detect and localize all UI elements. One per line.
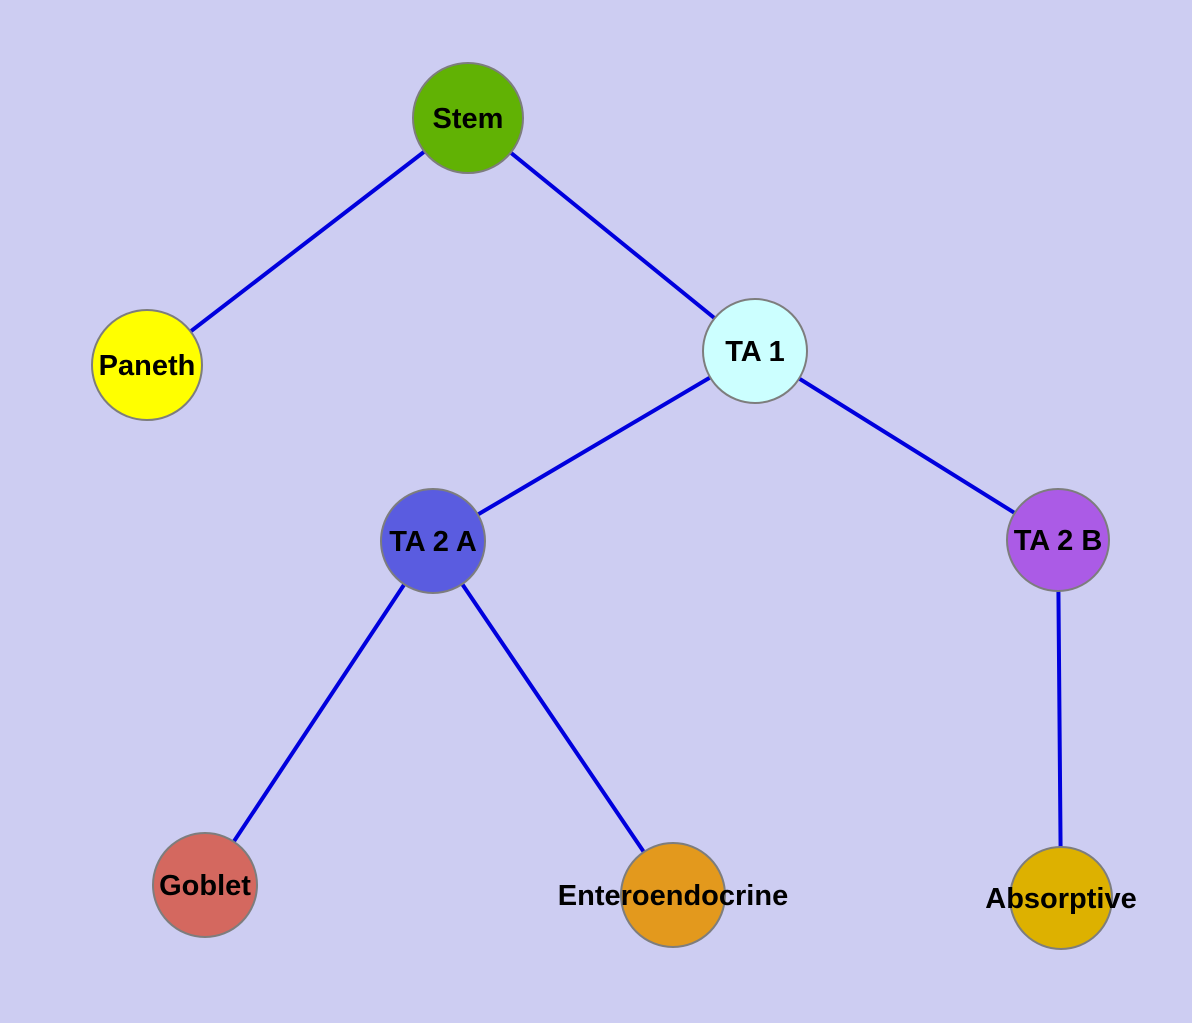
edge-ta1-ta2a bbox=[431, 349, 757, 543]
ta2b-circle[interactable] bbox=[1006, 488, 1110, 592]
paneth-circle[interactable] bbox=[91, 309, 203, 421]
node-goblet[interactable]: Goblet bbox=[152, 832, 258, 938]
ta2a-circle[interactable] bbox=[380, 488, 486, 594]
stem-circle[interactable] bbox=[412, 62, 524, 174]
edge-stem-paneth bbox=[145, 116, 470, 367]
edge-ta2a-enteroendocrine bbox=[431, 539, 675, 897]
node-absorptive[interactable]: Absorptive bbox=[985, 846, 1137, 950]
node-ta2a[interactable]: TA 2 A bbox=[380, 488, 486, 594]
edge-ta2a-goblet bbox=[203, 539, 435, 887]
enteroendocrine-circle[interactable] bbox=[620, 842, 726, 948]
node-ta1[interactable]: TA 1 bbox=[702, 298, 808, 404]
node-paneth[interactable]: Paneth bbox=[91, 309, 203, 421]
edge-ta1-ta2b bbox=[753, 349, 1060, 542]
goblet-circle[interactable] bbox=[152, 832, 258, 938]
absorptive-circle[interactable] bbox=[1009, 846, 1113, 950]
node-enteroendocrine[interactable]: Enteroendocrine bbox=[558, 842, 788, 948]
ta1-circle[interactable] bbox=[702, 298, 808, 404]
node-stem[interactable]: Stem bbox=[412, 62, 524, 174]
node-ta2b[interactable]: TA 2 B bbox=[1006, 488, 1110, 592]
edge-ta2b-absorptive bbox=[1056, 538, 1063, 900]
edge-stem-ta1 bbox=[466, 116, 757, 353]
